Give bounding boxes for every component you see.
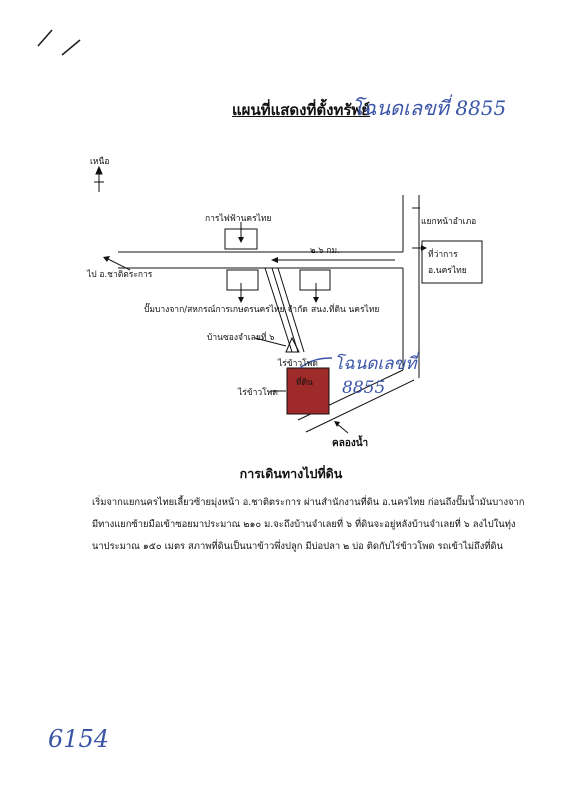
north-label: เหนือ: [90, 157, 110, 167]
directions-line: มีทางแยกซ้ายมือเข้าซอยมาประมาณ ๒๑๐ ม.จะถ…: [92, 519, 516, 530]
page-number-handwritten: 6154: [48, 725, 110, 753]
gas-station-building: [226, 269, 259, 291]
land-office-building: [299, 269, 331, 291]
parcel-handwritten-note: โฉนดเลขที่ 8855: [334, 352, 416, 400]
vertical-road: [402, 195, 420, 378]
parcel-label: ที่ดิน: [296, 378, 313, 388]
canal-label: คลองน้ำ: [332, 438, 369, 449]
side-road: [264, 267, 305, 353]
to-chattrakan-label: ไป อ.ชาติตระการ: [87, 270, 153, 280]
district-office-label-2: อ.นครไทย: [428, 266, 467, 276]
distance-label: ๒.๖ กม.: [310, 246, 340, 256]
main-road: [118, 251, 403, 269]
handwritten-arrow: [299, 357, 333, 369]
parcel-handwritten-line1: โฉนดเลขที่: [334, 354, 417, 374]
corn-field-left-label: ไร่ข้าวโพด: [238, 388, 278, 398]
corner-mark: [37, 29, 53, 47]
parcel-handwritten-line2: 8855: [342, 378, 386, 398]
land-office-label: สนง.ที่ดิน นครไทย: [311, 305, 380, 315]
directions-heading: การเดินทางไปที่ดิน: [239, 466, 343, 481]
electricity-label: การไฟฟ้านครไทย: [205, 214, 272, 224]
north-arrow-icon: [94, 165, 104, 192]
district-office-label-1: ที่ว่าการ: [428, 250, 458, 260]
corn-field-top-label: ไร่ข้าวโพด: [278, 359, 318, 369]
directions-line: เริ่มจากแยกนครไทยเลี้ยวซ้ายมุ่งหน้า อ.ชา…: [92, 497, 525, 508]
directions-text: เริ่มจากแยกนครไทยเลี้ยวซ้ายมุ่งหน้า อ.ชา…: [92, 492, 525, 558]
document-title: แผนที่แสดงที่ตั้งทรัพย์: [232, 101, 371, 119]
district-office-building: [421, 240, 483, 284]
directions-line: นาประมาณ ๑๕๐ เมตร สภาพที่ดินเป็นนาข้าวพึ…: [92, 541, 503, 552]
gas-station-label: ปั๊มบางจาก/สหกรณ์การเกษตรนครไทย จำกัด: [144, 305, 308, 315]
corner-mark: [61, 39, 81, 56]
village-house-icon: [285, 336, 300, 353]
village-label: บ้านซองจำเลยที่ ๖: [207, 333, 275, 343]
district-junction-label: แยกหน้าอำเภอ: [421, 217, 477, 227]
title-handwritten-note: โฉนดเลขที่ 8855: [352, 96, 507, 120]
land-parcel: [286, 367, 330, 415]
